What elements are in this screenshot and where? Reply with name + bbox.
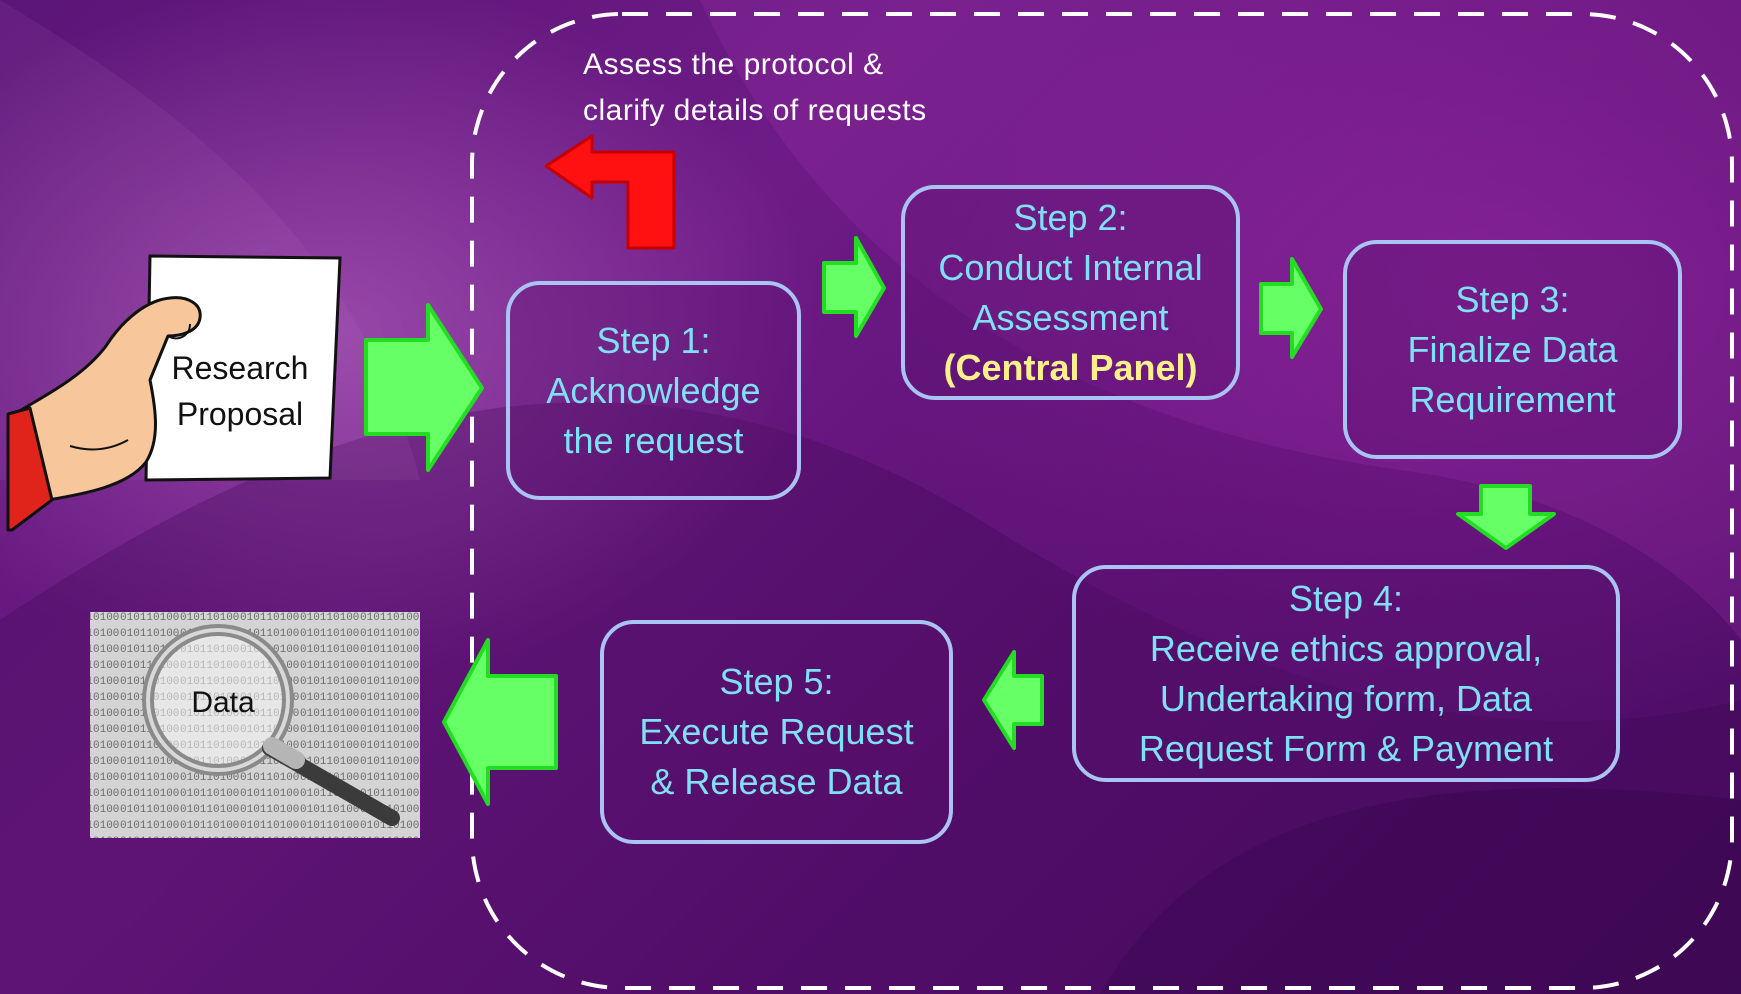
proposal-line-2: Proposal [176, 396, 304, 432]
step-5-line-1: Execute Request [639, 711, 914, 752]
research-proposal-label: Research Proposal [160, 345, 320, 437]
assessment-note: Assess the protocol & clarify details of… [583, 42, 927, 134]
flow-arrow-step5-to-output [442, 638, 558, 806]
step-4-line-1: Receive ethics approval, [1149, 627, 1543, 669]
step-1-title: Step 1: [596, 319, 711, 361]
step-2-box: Step 2: Conduct Internal Assessment (Cen… [901, 185, 1240, 400]
step-3-line-1: Finalize Data [1407, 328, 1618, 370]
proposal-line-1: Research [171, 350, 309, 386]
step-5-line-2: & Release Data [650, 761, 903, 802]
flow-arrow-input-to-step1 [364, 303, 484, 472]
data-label: Data [168, 680, 278, 726]
data-label-text: Data [191, 686, 255, 719]
flow-arrow-step4-to-step5 [982, 650, 1044, 750]
hand-holding-document-icon [6, 254, 342, 532]
step-5-box: Step 5: Execute Request & Release Data [600, 620, 953, 844]
step-2-title: Step 2: [1013, 196, 1128, 238]
step-3-line-2: Requirement [1409, 378, 1616, 420]
step-1-line-1: Acknowledge [546, 369, 761, 411]
step-2-line-1: Conduct Internal [938, 246, 1203, 288]
step-4-line-3: Request Form & Payment [1138, 727, 1554, 769]
note-line-1: Assess the protocol & [583, 48, 884, 81]
flow-arrow-step3-to-step4 [1456, 484, 1556, 550]
step-3-title: Step 3: [1455, 278, 1570, 320]
step-4-line-2: Undertaking form, Data [1159, 677, 1533, 719]
flow-arrow-step1-to-step2 [822, 236, 886, 338]
step-4-title: Step 4: [1288, 577, 1404, 619]
step-5-title: Step 5: [719, 661, 834, 702]
note-line-2: clarify details of requests [583, 94, 927, 127]
step-1-box: Step 1: Acknowledge the request [506, 281, 801, 500]
step-2-highlight: (Central Panel) [943, 346, 1198, 388]
flow-arrow-step2-to-step3 [1259, 257, 1323, 359]
step-1-line-2: the request [563, 419, 744, 461]
step-3-box: Step 3: Finalize Data Requirement [1343, 240, 1682, 459]
magnifying-glass-binary-data-icon [90, 612, 420, 838]
step-4-box: Step 4: Receive ethics approval, Underta… [1072, 565, 1620, 782]
step-2-line-2: Assessment [972, 296, 1169, 338]
feedback-arrow [544, 134, 676, 250]
